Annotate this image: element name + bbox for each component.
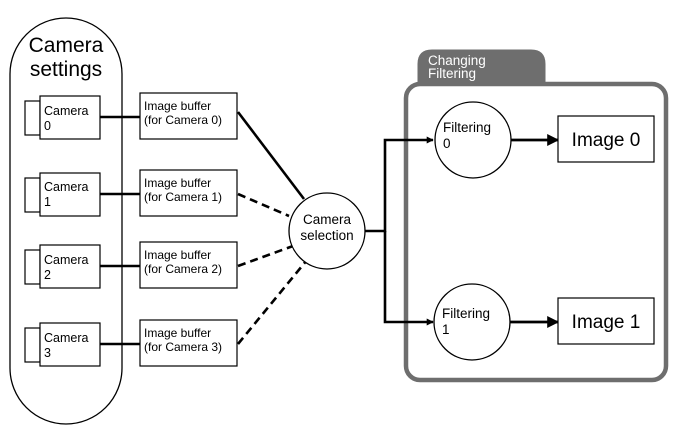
image-buffer-2: Image buffer (for Camera 2) [139, 241, 238, 289]
buffer-3-to-selector-dashed-link [236, 259, 309, 345]
changing-filtering-tab-line1: Changing [428, 53, 486, 68]
filtering-0-node: Filtering 0 [434, 101, 512, 179]
filtering-1-node: Filtering 1 [433, 283, 511, 361]
camera-3: Camera 3 [24, 322, 101, 367]
camera-selection-line1: Camera [303, 212, 352, 227]
camera-1-label: Camera [44, 180, 89, 194]
image-buffer-1-camera: (for Camera 1) [144, 190, 222, 204]
camera-2-index: 2 [44, 268, 51, 282]
image-0-label: Image 0 [572, 130, 641, 151]
filtering-0-line2: 0 [443, 136, 451, 151]
camera-settings-title-line2: settings [30, 58, 102, 81]
camera-1-body-tab [24, 177, 41, 213]
selector-to-filtering-0-arrow [365, 136, 434, 233]
buffer-0-to-selector-solid-link [236, 111, 306, 200]
image-buffer-1-label: Image buffer [144, 176, 211, 190]
filtering-1-line1: Filtering [442, 306, 490, 321]
camera-1: Camera 1 [24, 172, 101, 217]
changing-filtering-tab-line2: Filtering [428, 66, 476, 81]
image-buffer-3: Image buffer (for Camera 3) [139, 319, 238, 367]
camera-3-index: 3 [44, 346, 51, 360]
camera-2-label: Camera [44, 253, 89, 267]
camera-0-label: Camera [44, 104, 89, 118]
image-buffer-1: Image buffer (for Camera 1) [139, 169, 238, 217]
camera-selection-node: Camera selection [288, 192, 366, 270]
image-buffer-3-box [139, 319, 238, 367]
image-1-box [557, 297, 655, 345]
buffer-2-to-selector-dashed-link [237, 244, 294, 268]
camera-0-box [39, 95, 101, 140]
image-buffer-2-label: Image buffer [144, 248, 211, 262]
camera-1-index: 1 [44, 195, 51, 209]
camera-2-body-tab [24, 249, 41, 285]
camera-3-label: Camera [44, 331, 89, 345]
image-0-output: Image 0 [557, 115, 655, 163]
image-buffer-1-box [139, 169, 238, 217]
camera-2: Camera 2 [24, 244, 101, 289]
image-buffer-2-camera: (for Camera 2) [144, 262, 222, 276]
camera-settings-title-line1: Camera [29, 34, 104, 57]
camera-selection-line2: selection [300, 228, 353, 243]
camera-1-box [39, 172, 101, 217]
image-1-label: Image 1 [572, 312, 641, 333]
selector-to-filtering-1-arrow [383, 231, 434, 326]
image-buffer-0-camera: (for Camera 0) [144, 113, 222, 127]
camera-0-body-tab [24, 100, 41, 136]
filtering-1-line2: 1 [442, 322, 450, 337]
image-buffer-0-box [139, 92, 238, 140]
image-0-box [557, 115, 655, 163]
image-buffer-2-box [139, 241, 238, 289]
buffer-1-to-selector-dashed-link [237, 192, 290, 218]
camera-0: Camera 0 [24, 95, 101, 140]
image-buffer-0-label: Image buffer [144, 99, 211, 113]
image-1-output: Image 1 [557, 297, 655, 345]
camera-0-index: 0 [44, 119, 51, 133]
image-buffer-0: Image buffer (for Camera 0) [139, 92, 238, 140]
camera-2-box [39, 244, 101, 289]
image-buffer-3-label: Image buffer [144, 326, 211, 340]
filtering-0-line1: Filtering [443, 120, 491, 135]
image-buffer-3-camera: (for Camera 3) [144, 340, 222, 354]
camera-3-body-tab [24, 327, 41, 363]
